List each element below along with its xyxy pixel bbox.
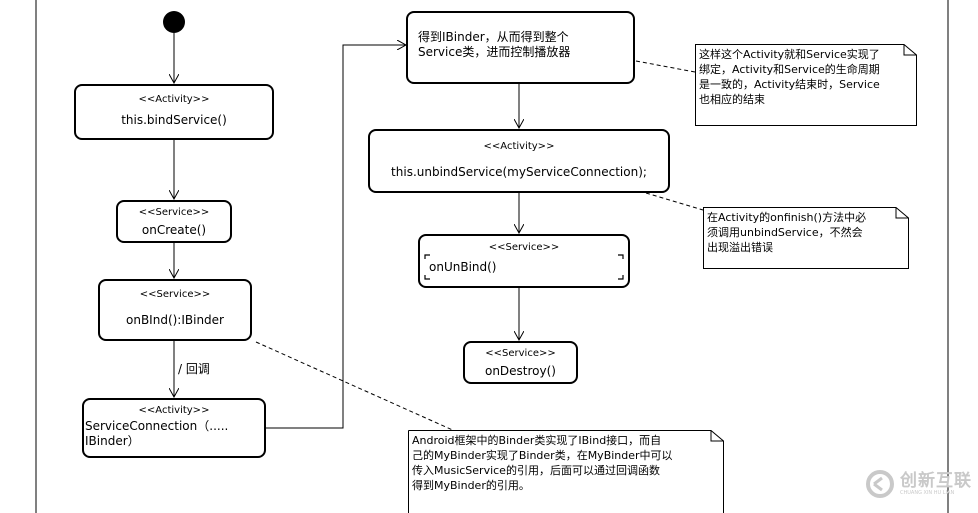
on-create-stereotype: <<Service>> (138, 207, 210, 218)
service-connection-label: ServiceConnection（..... IBinder） (85, 419, 229, 448)
note-anchor-onfinish (645, 192, 704, 211)
get-binder-label: 得到IBinder，从而得到整个 Service类，进而控制播放器 (418, 30, 571, 59)
note-anchor-lifecycle (635, 60, 696, 73)
note-onfinish: 在Activity的onfinish()方法中必 须调用unbindServic… (703, 207, 909, 269)
bind-service-stereotype: <<Activity>> (138, 94, 210, 105)
on-unbind-corner-marks (424, 254, 624, 280)
unbind-service-label: this.unbindService(myServiceConnection); (391, 165, 647, 179)
on-bind-label: onBInd():IBinder (126, 313, 224, 327)
unbind-service-stereotype: <<Activity>> (483, 141, 555, 152)
on-unbind-node: <<Service>> onUnBind() (418, 234, 630, 288)
watermark-text: 创新互联 (900, 470, 972, 491)
get-binder-node: 得到IBinder，从而得到整个 Service类，进而控制播放器 (406, 11, 635, 84)
note-lifecycle: 这样这个Activity就和Service实现了 绑定，Activity和Ser… (695, 44, 917, 126)
service-connection-stereotype: <<Activity>> (138, 405, 210, 416)
watermark: 创新互联 CHUANG XIN HU LIAN (865, 469, 972, 499)
watermark-logo-icon (866, 470, 894, 498)
note-onfinish-border (703, 207, 909, 269)
service-connection-node: <<Activity>> ServiceConnection（..... IBi… (82, 398, 266, 458)
note-binder-text: Android框架中的Binder类实现了IBind接口，而自 己的MyBind… (412, 434, 673, 492)
edge-label-callback: / 回调 (178, 362, 210, 376)
arrow-serviceconnection-to-getbinder (266, 45, 406, 429)
on-destroy-node: <<Service>> onDestroy() (463, 341, 578, 384)
on-unbind-stereotype: <<Service>> (488, 242, 560, 253)
note-lifecycle-text: 这样这个Activity就和Service实现了 绑定，Activity和Ser… (699, 48, 880, 106)
note-anchor-binder (255, 341, 458, 433)
on-bind-stereotype: <<Service>> (139, 289, 211, 300)
on-bind-node: <<Service>> onBInd():IBinder (98, 279, 252, 341)
note-binder: Android框架中的Binder类实现了IBind接口，而自 己的MyBind… (408, 430, 724, 513)
note-onfinish-text: 在Activity的onfinish()方法中必 须调用unbindServic… (707, 211, 867, 254)
watermark-subtext: CHUANG XIN HU LIAN (900, 489, 955, 496)
on-destroy-stereotype: <<Service>> (485, 348, 556, 359)
bind-service-label: this.bindService() (121, 113, 227, 127)
on-create-label: onCreate() (141, 223, 207, 237)
note-lifecycle-border (695, 44, 917, 126)
on-destroy-label: onDestroy() (484, 364, 556, 378)
bind-service-node: <<Activity>> this.bindService() (74, 84, 274, 140)
note-binder-border (408, 430, 724, 513)
on-unbind-label: onUnBind() (429, 260, 497, 274)
unbind-service-node: <<Activity>> this.unbindService(myServic… (368, 129, 670, 193)
on-create-node: <<Service>> onCreate() (116, 200, 232, 243)
start-node (163, 11, 185, 33)
